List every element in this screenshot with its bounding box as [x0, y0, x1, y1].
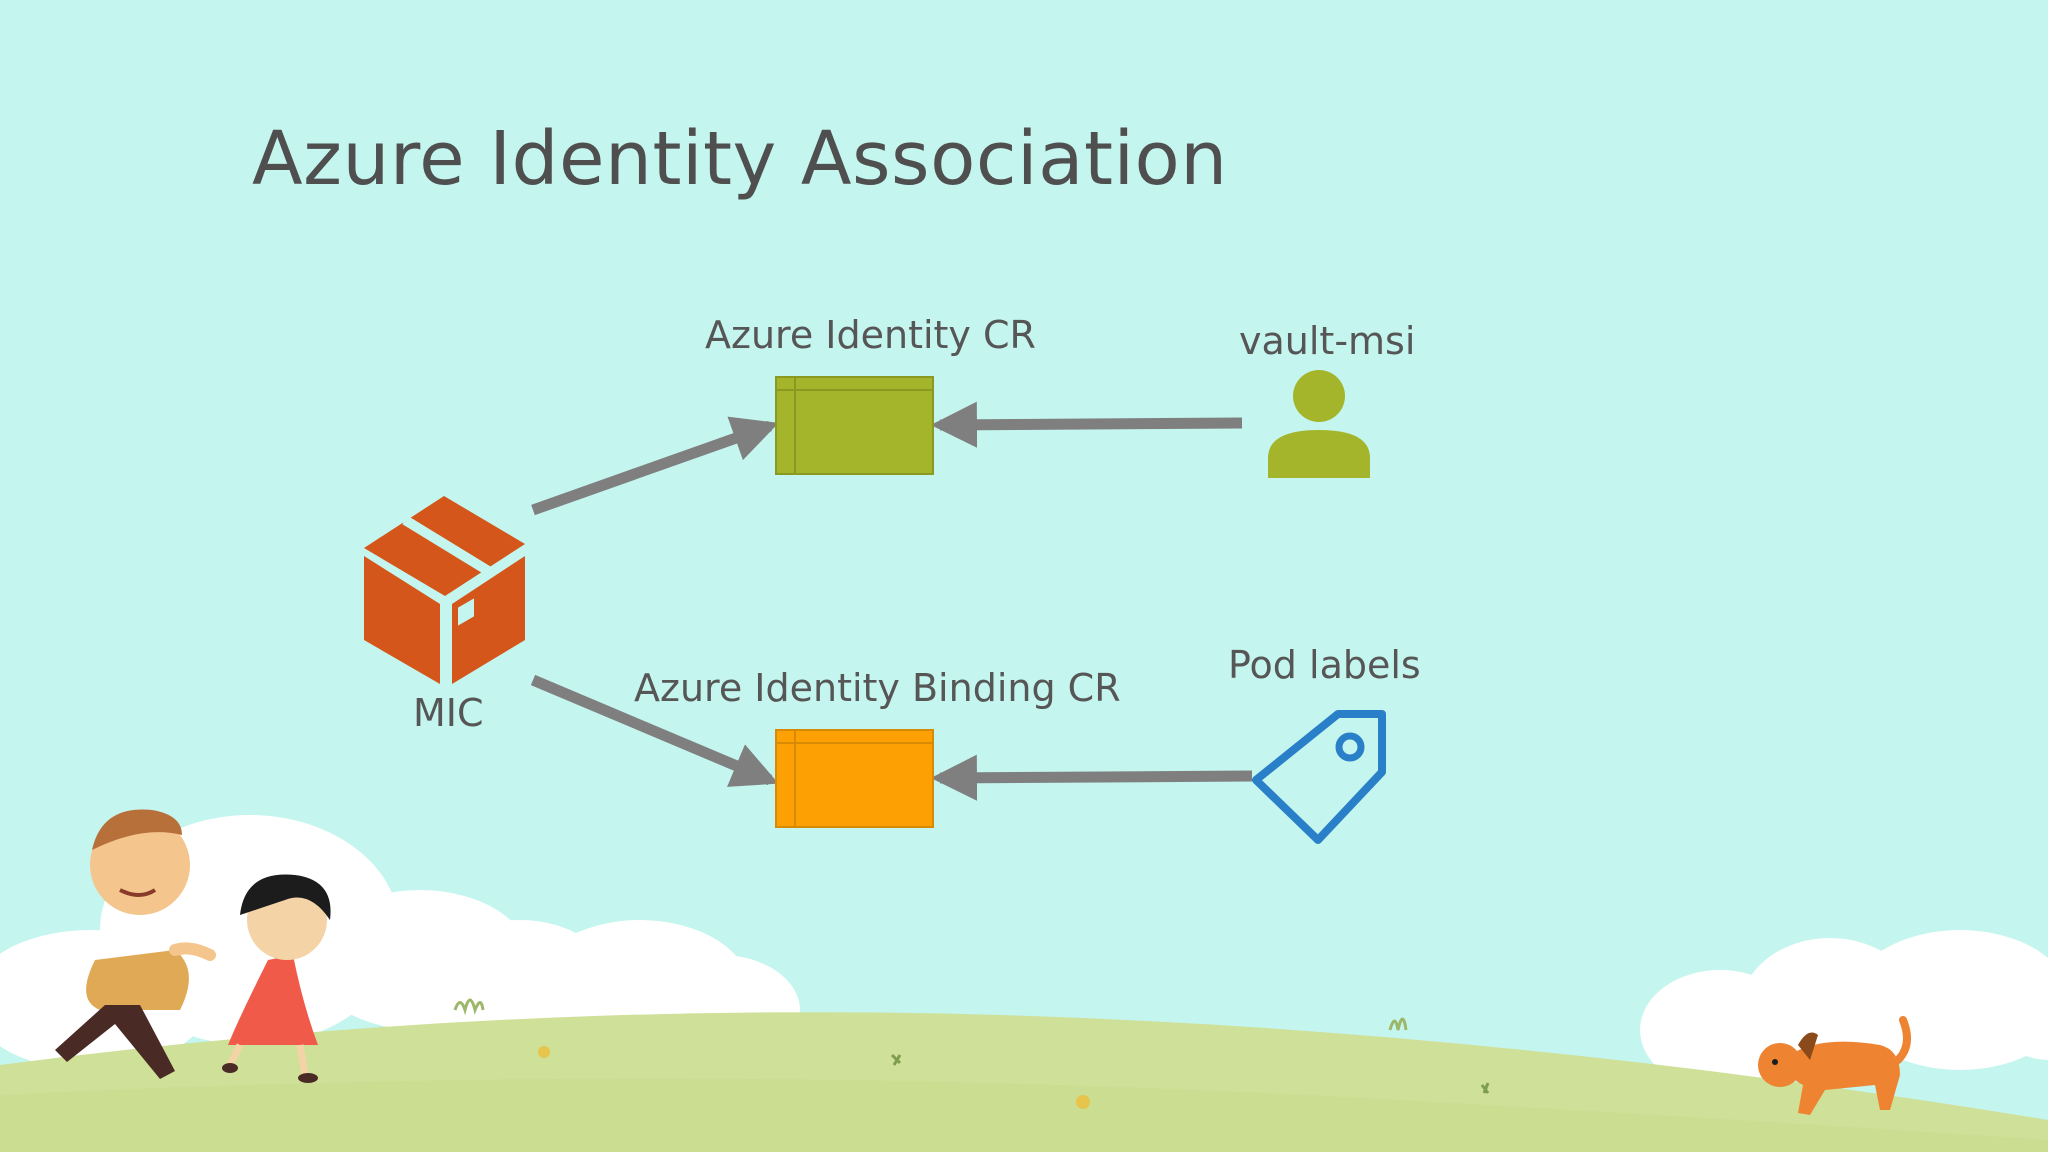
- vault-msi-label: vault-msi: [1239, 319, 1416, 363]
- dog-icon: [1758, 1016, 1911, 1115]
- edge-pod-labels-to-binding-cr: [930, 754, 1253, 801]
- identity-cr-label: Azure Identity CR: [705, 313, 1036, 357]
- edge-mic-to-binding-cr: [530, 674, 779, 787]
- boy-icon: [55, 809, 216, 1079]
- user-icon: [1268, 370, 1370, 478]
- girl-icon: [222, 874, 331, 1083]
- identity-cr-table-icon: [775, 376, 934, 475]
- edge-vault-msi-to-identity-cr: [930, 401, 1243, 448]
- binding-cr-table-icon: [775, 729, 934, 828]
- edge-mic-to-identity-cr: [531, 416, 779, 516]
- tag-icon: [1252, 710, 1386, 844]
- mic-label: MIC: [413, 691, 484, 735]
- flower-icon: [453, 998, 1490, 1109]
- hill-icon: [0, 1078, 2048, 1152]
- package-box-icon: [364, 496, 525, 684]
- slide-title: Azure Identity Association: [252, 116, 1228, 202]
- binding-cr-label: Azure Identity Binding CR: [634, 666, 1121, 710]
- pod-labels-label: Pod labels: [1228, 643, 1421, 687]
